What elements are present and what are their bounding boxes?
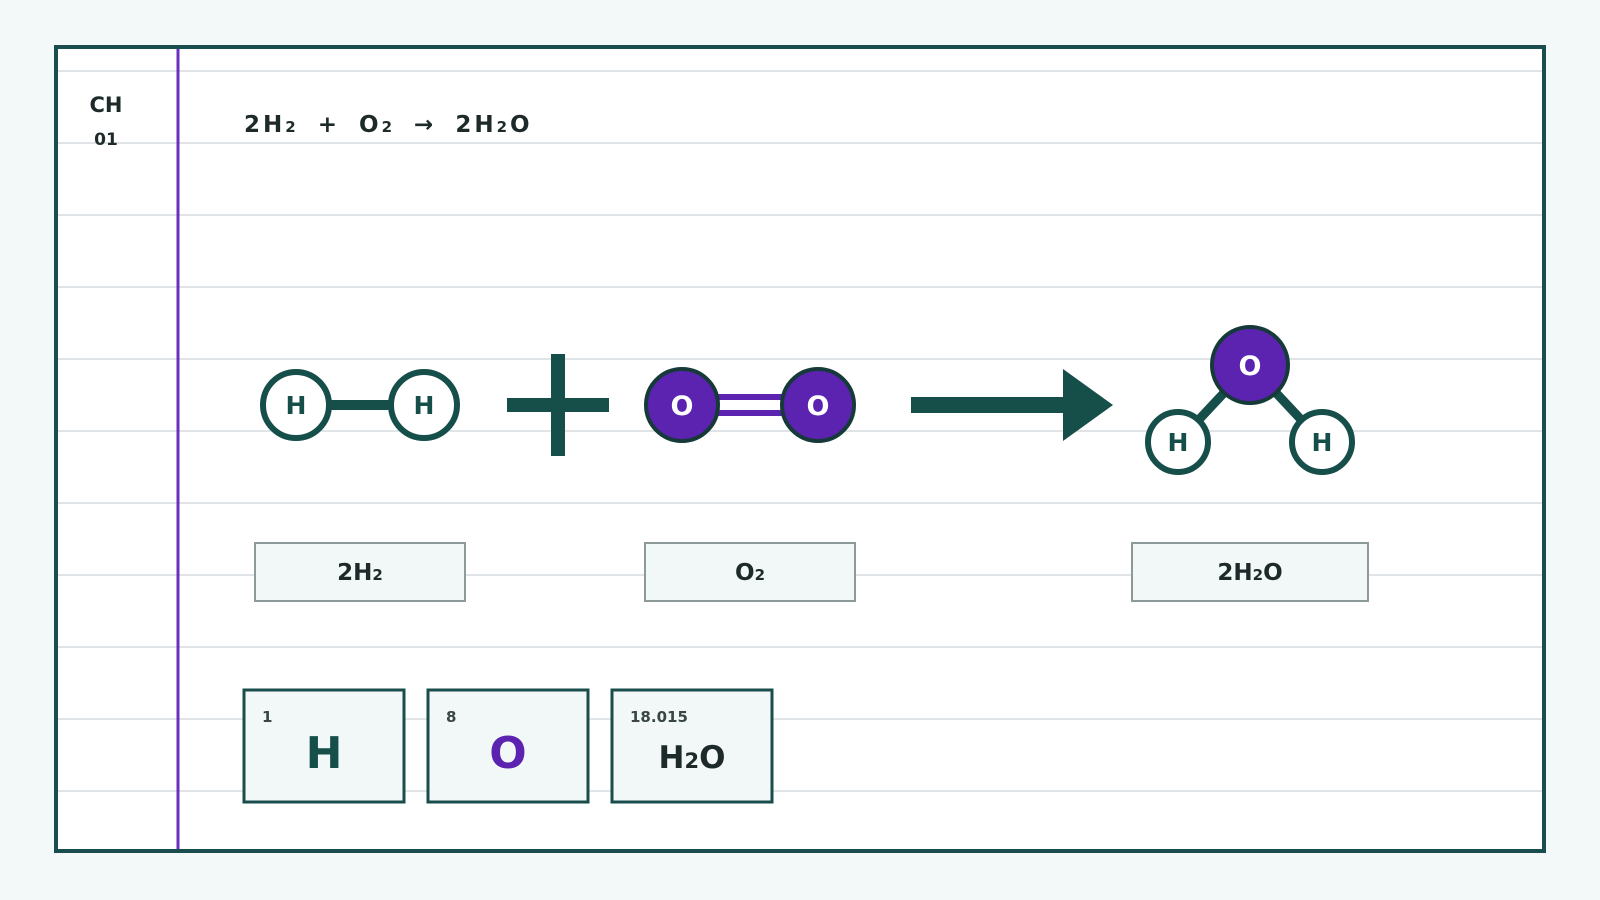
arrow-head bbox=[1063, 369, 1113, 441]
card-symbol: H bbox=[306, 728, 343, 779]
product-label-h2o: 2H2O bbox=[1217, 560, 1282, 586]
oxygen-atom bbox=[780, 367, 856, 443]
element-card-oxygen: 8 O bbox=[426, 688, 590, 804]
equation: 2H2 + O2 → 2H2O bbox=[244, 112, 533, 138]
reactant-label-h2: 2H2 bbox=[337, 560, 383, 586]
chapter-prefix: CH bbox=[90, 93, 123, 117]
card-atomic-number: 1 bbox=[262, 708, 272, 726]
oxygen-atom bbox=[1210, 325, 1290, 405]
reactant-label-box-o2: O2 bbox=[644, 542, 856, 602]
hydrogen-atom-label: H bbox=[1168, 428, 1189, 457]
element-card-water: 18.015 H2O bbox=[610, 688, 774, 804]
plus-sign bbox=[507, 354, 609, 456]
hydrogen-atom bbox=[1145, 409, 1211, 475]
hydrogen-atom-label: H bbox=[414, 391, 435, 420]
product-label-box-h2o: 2H2O bbox=[1131, 542, 1369, 602]
reactant-label-box-h2: 2H2 bbox=[254, 542, 466, 602]
chapter-number: 01 bbox=[94, 130, 118, 150]
reaction-arrow bbox=[911, 369, 1113, 441]
hydrogen-atom bbox=[388, 369, 460, 441]
oxygen-atom-label: O bbox=[807, 391, 830, 422]
element-card-hydrogen: 1 H bbox=[242, 688, 406, 804]
card-symbol: O bbox=[489, 728, 526, 779]
hydrogen-atom-label: H bbox=[286, 391, 307, 420]
hydrogen-atom bbox=[1289, 409, 1355, 475]
hydrogen-molecule: H H bbox=[260, 369, 460, 441]
oxygen-atom-label: O bbox=[1239, 351, 1262, 382]
reactant-label-o2: O2 bbox=[735, 560, 765, 586]
hydrogen-atom-label: H bbox=[1312, 428, 1333, 457]
water-molecule: O H H bbox=[1145, 325, 1355, 475]
card-molar-mass: 18.015 bbox=[630, 708, 688, 726]
oxygen-atom-label: O bbox=[671, 391, 694, 422]
card-atomic-number: 8 bbox=[446, 708, 456, 726]
hydrogen-atom bbox=[260, 369, 332, 441]
card-formula: H2O bbox=[659, 740, 726, 776]
plus-vertical bbox=[551, 354, 565, 456]
arrow-shaft bbox=[911, 397, 1066, 413]
oxygen-atom bbox=[644, 367, 720, 443]
oxygen-molecule: O O bbox=[644, 367, 856, 443]
